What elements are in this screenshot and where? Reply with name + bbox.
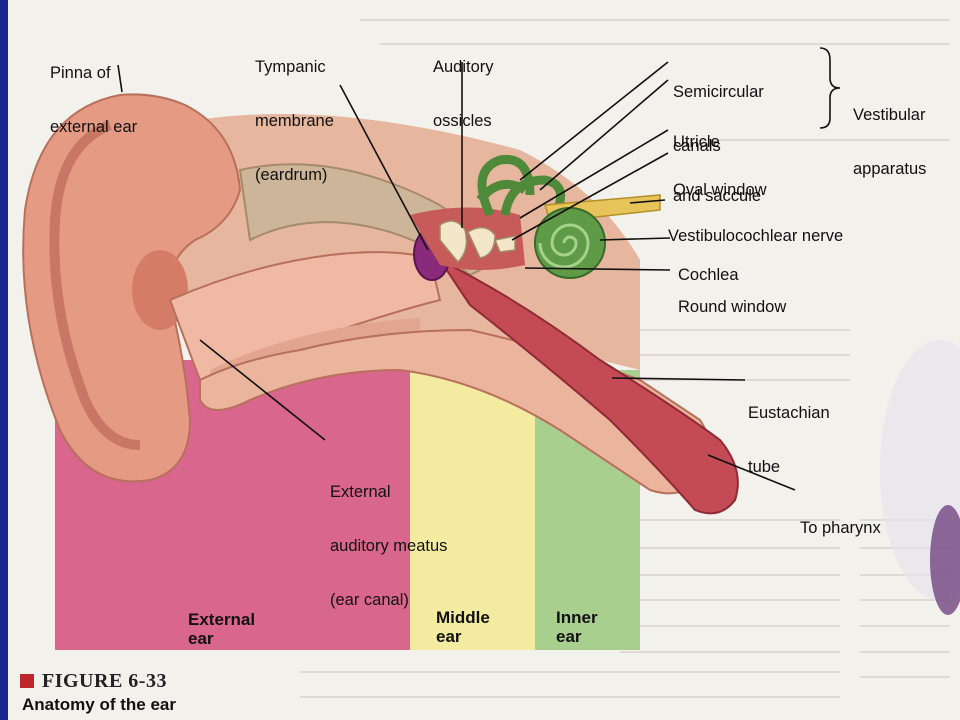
malleus [439, 220, 468, 264]
zone-label-external-ear: External ear [188, 610, 255, 648]
label-meatus-line1: External [330, 483, 391, 501]
stapes [493, 235, 516, 253]
label-vestibulocochlear-text: Vestibulocochlear nerve [668, 227, 844, 245]
label-pinna-line2: external ear [50, 118, 138, 136]
label-pinna: Pinna of external ear [50, 28, 137, 172]
label-cochlea-text: Cochlea [678, 266, 739, 284]
label-semicircular-line1: Semicircular [673, 83, 764, 101]
zone-external-line1: External [188, 610, 256, 629]
label-vestibular-line1: Vestibular [853, 106, 926, 124]
label-pharynx-text: To pharynx [800, 519, 881, 537]
zone-middle-line2: ear [436, 627, 462, 646]
slide-accent-bar [0, 0, 8, 720]
zone-inner-line2: ear [556, 627, 582, 646]
label-ossicles-line1: Auditory [433, 58, 494, 76]
leader-lines [117, 61, 796, 491]
label-vestibulocochlear-nerve: Vestibulocochlear nerve [668, 191, 843, 281]
label-eustachian-line2: tube [748, 458, 781, 476]
figure-caption: Anatomy of the ear [22, 695, 176, 714]
incus [467, 226, 496, 259]
middle-ear-zone [410, 370, 535, 650]
label-cochlea: Cochlea [678, 230, 739, 320]
label-vestibular-apparatus: Vestibular apparatus [853, 70, 926, 214]
figure-number: FIGURE 6-33 [42, 670, 167, 692]
label-tympanic-line3: (eardrum) [255, 166, 328, 184]
label-eustachian-tube: Eustachian tube [748, 368, 830, 512]
label-round-window: Round window [678, 262, 786, 352]
label-tympanic-line1: Tympanic [255, 58, 326, 76]
label-eustachian-line1: Eustachian [748, 404, 830, 422]
label-meatus-line2: auditory meatus [330, 537, 448, 555]
label-auditory-ossicles: Auditory ossicles [433, 22, 494, 166]
label-round-window-text: Round window [678, 298, 787, 316]
vestibular-bracket [819, 47, 841, 129]
eustachian-tube-shape [437, 257, 739, 515]
middle-ear-cavity [410, 207, 525, 270]
cochlea-spiral [538, 223, 590, 269]
label-meatus-line3: (ear canal) [330, 591, 409, 609]
label-pinna-line1: Pinna of [50, 64, 111, 82]
zone-external-line2: ear [188, 629, 214, 648]
label-utricle-line2: and saccule [673, 187, 762, 205]
label-oval-window-text: Oval window [673, 181, 767, 199]
label-utricle-saccule: Utricle and saccule [673, 97, 761, 241]
label-vestibular-line2: apparatus [853, 160, 927, 178]
zone-label-inner-ear: Inner ear [556, 608, 598, 646]
label-to-pharynx: To pharynx [800, 483, 881, 573]
label-tympanic-line2: membrane [255, 112, 334, 130]
label-oval-window: Oval window [673, 145, 767, 235]
label-utricle-line1: Utricle [673, 133, 720, 151]
zone-label-middle-ear: Middle ear [436, 608, 490, 646]
label-external-auditory-meatus: External auditory meatus (ear canal) [330, 447, 447, 645]
label-semicircular-canals: Semicircular canals [673, 47, 764, 191]
zone-middle-line1: Middle [436, 608, 490, 627]
pinna-helix-fold [49, 120, 141, 450]
label-ossicles-line2: ossicles [433, 112, 492, 130]
label-tympanic-membrane: Tympanic membrane (eardrum) [255, 22, 334, 220]
zone-inner-line1: Inner [556, 608, 598, 627]
figure-marker-square [20, 674, 34, 688]
label-semicircular-line2: canals [673, 137, 721, 155]
